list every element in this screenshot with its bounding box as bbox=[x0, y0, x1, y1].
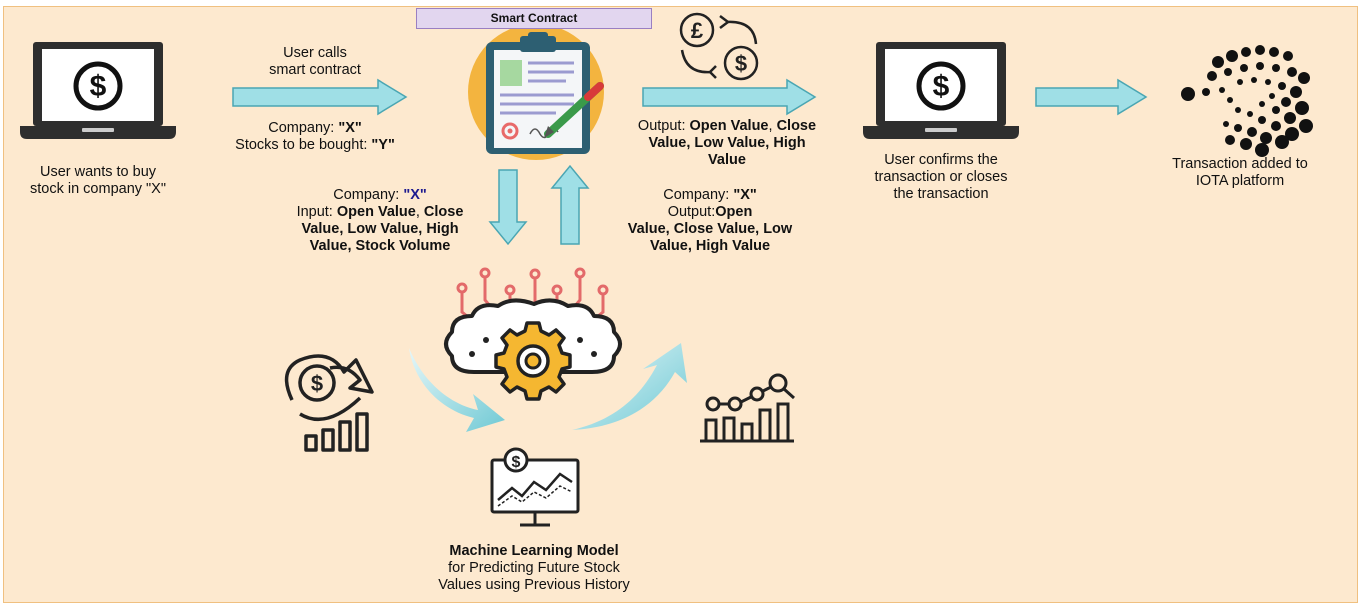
iota-logo-icon bbox=[1181, 45, 1313, 157]
laptop-dollar-icon: $ bbox=[20, 42, 176, 139]
curved-arrow-model-to-analytics bbox=[572, 343, 687, 430]
dollar-growth-icon: $ bbox=[284, 354, 374, 452]
arrow-contract-to-model bbox=[488, 169, 528, 246]
svg-text:$: $ bbox=[311, 371, 323, 396]
user-calls-label: User calls smart contract bbox=[269, 45, 361, 78]
brain-gear-icon bbox=[444, 267, 622, 401]
curved-arrow-growth-to-model bbox=[409, 348, 505, 432]
user-confirm-label: User confirms the transaction or closes … bbox=[874, 152, 1008, 202]
currency-exchange-icon: £ $ bbox=[679, 12, 759, 81]
ml-input-label: Company: "X" Input: Open Value, Close Va… bbox=[296, 187, 464, 254]
svg-text:$: $ bbox=[735, 51, 747, 76]
smart-contract-title: Smart Contract bbox=[416, 8, 652, 29]
chart-analytics-icon bbox=[700, 373, 796, 443]
request-params-label: Company: "X" Stocks to be bought: "Y" bbox=[235, 120, 395, 153]
ml-model-label: Machine Learning Model for Predicting Fu… bbox=[438, 543, 630, 593]
svg-text:$: $ bbox=[933, 70, 950, 103]
user-buy-label: User wants to buy stock in company "X" bbox=[29, 164, 166, 197]
arrow-model-to-contract bbox=[550, 164, 590, 245]
contract-clipboard-icon bbox=[468, 24, 604, 160]
arrow-contract-to-confirm bbox=[642, 78, 817, 116]
iota-label: Transaction added to IOTA platform bbox=[1172, 156, 1308, 189]
laptop-dollar-icon: $ bbox=[863, 42, 1019, 139]
arrow-user-to-contract bbox=[232, 78, 408, 116]
monitor-chart-icon: $ bbox=[490, 447, 580, 527]
ml-output-label: Company: "X" Output:Open Value, Close Va… bbox=[627, 187, 793, 254]
arrow-confirm-to-iota bbox=[1035, 78, 1148, 116]
svg-text:$: $ bbox=[512, 454, 521, 471]
contract-output-label: Output: Open Value, Close Value, Low Val… bbox=[637, 118, 817, 168]
svg-text:£: £ bbox=[691, 18, 704, 43]
svg-text:$: $ bbox=[90, 70, 107, 103]
